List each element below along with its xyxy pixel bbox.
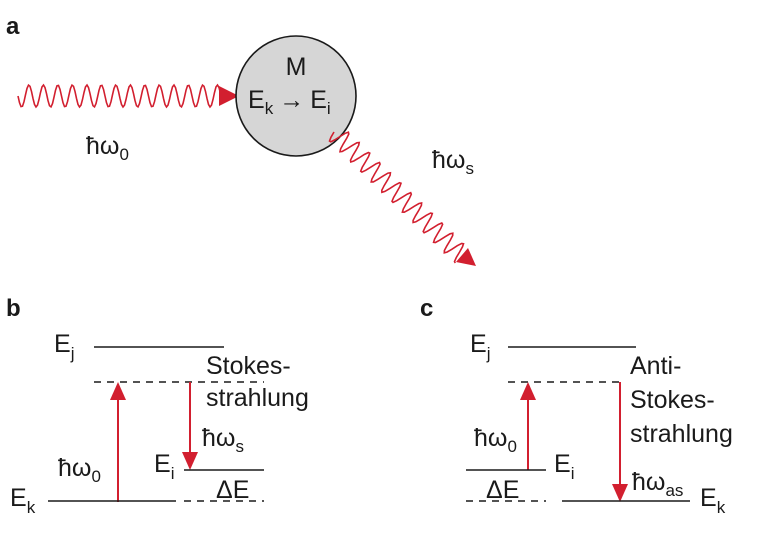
- b-emission-label: ħωs: [202, 424, 244, 456]
- molecule-transition: Ek→Ei: [248, 86, 331, 118]
- c-excitation-arrowhead: [520, 382, 536, 400]
- panel-a-label: a: [6, 13, 20, 40]
- b-level-ground-label: Ek: [10, 484, 36, 517]
- panel-c-label: c: [420, 295, 433, 322]
- c-energy-gap-label: ΔE: [486, 476, 519, 504]
- b-level-upper-label: Ej: [54, 330, 74, 363]
- incident-photon-wave: [17, 83, 223, 109]
- b-process-label-1: Stokes-: [206, 352, 291, 380]
- c-emission-arrowhead: [612, 484, 628, 502]
- b-energy-gap-label: ΔE: [216, 476, 249, 504]
- c-process-label-1: Anti-: [630, 352, 681, 380]
- c-process-label-3: strahlung: [630, 420, 733, 448]
- b-excitation-arrowhead: [110, 382, 126, 400]
- scattered-photon-wave: [328, 131, 465, 264]
- scattered-photon-arrowhead: [456, 248, 476, 266]
- b-excitation-label: ħω0: [58, 454, 101, 486]
- incident-photon-arrowhead: [219, 86, 239, 106]
- panel-b-label: b: [6, 295, 21, 322]
- b-process-label-2: strahlung: [206, 384, 309, 412]
- c-process-label-2: Stokes-: [630, 386, 715, 414]
- c-level-ground-label: Ek: [700, 484, 726, 517]
- c-level-start-label: Ei: [554, 450, 574, 483]
- molecule-name: M: [286, 53, 307, 81]
- c-excitation-label: ħω0: [474, 424, 517, 456]
- b-level-final-label: Ei: [154, 450, 174, 483]
- scattered-photon-label: ħωs: [432, 146, 474, 178]
- incident-photon-label: ħω0: [86, 132, 129, 164]
- b-emission-arrowhead: [182, 452, 198, 470]
- molecule-circle: [235, 35, 357, 157]
- c-emission-label: ħωas: [632, 468, 683, 500]
- c-level-upper-label: Ej: [470, 330, 490, 363]
